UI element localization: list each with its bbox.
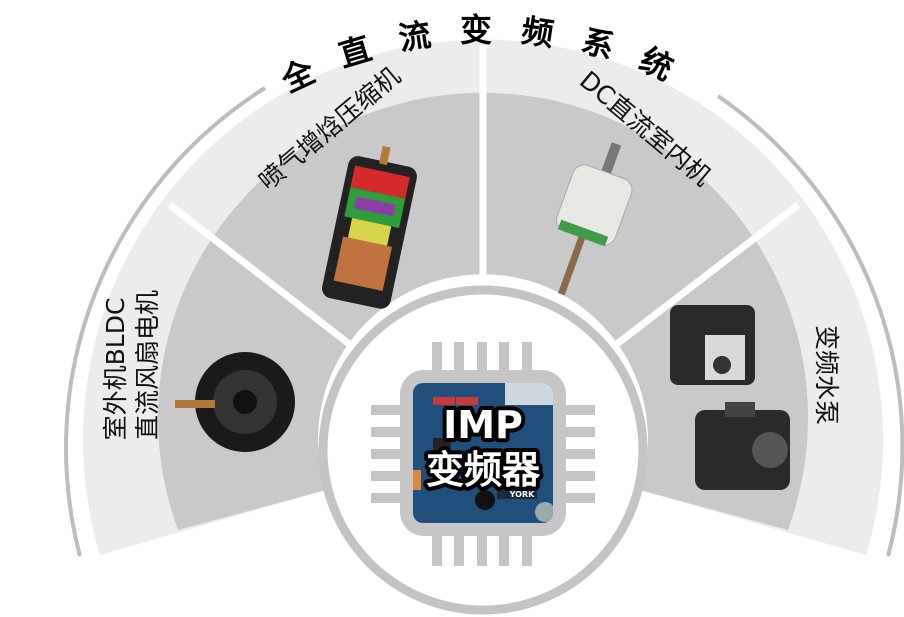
- segment-label-water-pump: 变频水泵: [812, 325, 841, 425]
- board-brand: YORK: [509, 490, 535, 499]
- water-pump-image-top: [670, 305, 755, 385]
- center-title-line2: 变频器: [426, 448, 541, 492]
- inner-band: [157, 92, 808, 531]
- segment-label-fan-motor: 室外机BLDC 直流风扇电机: [101, 290, 162, 441]
- segment-dividers: [167, 45, 801, 353]
- center-title-line1: IMP: [443, 403, 523, 447]
- indoor-unit-motor-image: [556, 142, 633, 296]
- outer-arc-line: [716, 94, 904, 557]
- compressor-image: [322, 145, 417, 309]
- chip-pins: [371, 342, 595, 566]
- outer-arc-line: [64, 86, 267, 557]
- fan-motor-image: [175, 352, 295, 452]
- inverter-board-image: YORK: [413, 383, 553, 523]
- water-pump-image-bottom: [695, 402, 790, 490]
